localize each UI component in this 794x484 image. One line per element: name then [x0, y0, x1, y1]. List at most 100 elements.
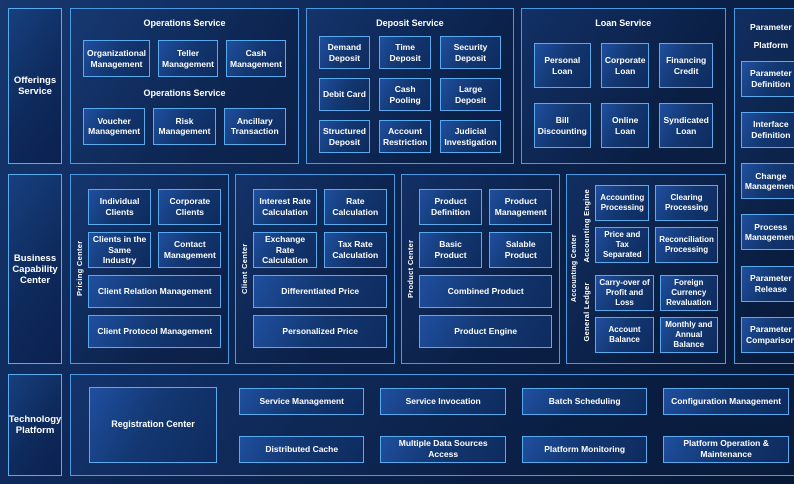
accounting-engine-grid: Accounting Processing Clearing Processin… [595, 184, 718, 263]
box-service-invocation: Service Invocation [380, 387, 506, 415]
box-security-deposit: Security Deposit [440, 36, 501, 69]
operations-row-2: Voucher Management Risk Management Ancil… [83, 107, 286, 145]
box-interest-rate-calculation: Interest Rate Calculation [253, 189, 317, 225]
box-syndicated-loan: Syndicated Loan [659, 103, 713, 148]
box-bill-discounting: Bill Discounting [533, 103, 591, 148]
box-clearing-processing: Clearing Processing [655, 184, 718, 221]
panel-loan-service: Loan Service Personal Loan Corporate Loa… [520, 8, 726, 164]
client-center-body: Interest Rate Calculation Rate Calculati… [253, 183, 387, 354]
operations-row-1: Organizational Management Teller Managem… [83, 40, 286, 78]
box-distributed-cache: Distributed Cache [239, 435, 365, 463]
panel-accounting-center: Accounting Center Accounting Engine Gene… [566, 174, 726, 364]
box-carry-over-of-profit-and-loss: Carry-over of Profit and Loss [595, 274, 654, 311]
general-ledger-label: General Ledger [582, 281, 592, 341]
box-product-definition: Product Definition [418, 189, 483, 225]
box-structured-deposit: Structured Deposit [318, 120, 370, 153]
box-client-protocol-management: Client Protocol Management [88, 315, 222, 348]
panel-pricing-center: Pricing Center Individual Clients Corpor… [70, 174, 230, 364]
parameter-platform-list: Parameter Definition Interface Definitio… [740, 55, 794, 353]
box-online-loan: Online Loan [600, 103, 650, 148]
client-center-label: Client Center [240, 243, 250, 294]
box-organizational-management: Organizational Management [83, 40, 151, 78]
box-accounting-processing: Accounting Processing [595, 184, 650, 221]
panel-parameter-platform: Parameter Platform Parameter Definition … [733, 8, 794, 364]
parameter-platform-title-line2: Platform [753, 39, 789, 50]
box-parameter-comparison: Parameter Comparison [740, 316, 794, 353]
panel-technology-platform: Registration Center Service Management S… [70, 374, 794, 476]
box-interface-definition: Interface Definition [740, 111, 794, 148]
box-account-balance: Account Balance [595, 316, 654, 353]
box-product-engine: Product Engine [418, 315, 553, 348]
client-center-pair-1: Interest Rate Calculation Rate Calculati… [253, 189, 387, 225]
box-judicial-investigation: Judicial Investigation [440, 120, 501, 153]
box-corporate-loan: Corporate Loan [600, 43, 650, 88]
box-demand-deposit: Demand Deposit [318, 36, 370, 69]
accounting-center-sublabels: Accounting Engine General Ledger [582, 183, 591, 354]
panel-deposit-service: Deposit Service Demand Deposit Time Depo… [305, 8, 514, 164]
deposit-service-title: Deposit Service [376, 18, 444, 28]
panel-client-center: Client Center Interest Rate Calculation … [235, 174, 395, 364]
box-platform-operation-maintenance: Platform Operation & Maintenance [663, 435, 789, 463]
box-personalized-price: Personalized Price [253, 315, 387, 348]
box-time-deposit: Time Deposit [378, 36, 432, 69]
pricing-center-pair-1: Individual Clients Corporate Clients [88, 189, 222, 225]
box-teller-management: Teller Management [158, 40, 218, 78]
sidebar-technology-platform: Technology Platform [8, 374, 62, 476]
box-platform-monitoring: Platform Monitoring [521, 435, 648, 463]
pricing-center-label: Pricing Center [75, 240, 84, 297]
box-reconciliation-processing: Reconciliation Processing [655, 226, 718, 263]
box-process-management: Process Management [740, 214, 794, 251]
parameter-platform-title: Parameter Platform [741, 15, 794, 55]
parameter-platform-title-line1: Parameter [750, 22, 792, 32]
box-contact-management: Contact Management [158, 232, 222, 268]
box-rate-calculation: Rate Calculation [323, 189, 387, 225]
box-client-relation-management: Client Relation Management [88, 275, 222, 308]
box-monthly-and-annual-balance: Monthly and Annual Balance [659, 316, 718, 353]
box-foreign-currency-revaluation: Foreign Currency Revaluation [659, 274, 718, 311]
box-personal-loan: Personal Loan [533, 43, 591, 88]
box-debit-card: Debit Card [318, 78, 370, 111]
product-center-pair-1: Product Definition Product Management [418, 189, 553, 225]
box-batch-scheduling: Batch Scheduling [521, 387, 648, 415]
box-service-management: Service Management [239, 387, 365, 415]
pricing-center-body: Individual Clients Corporate Clients Cli… [88, 183, 222, 354]
box-financing-credit: Financing Credit [659, 43, 713, 88]
box-exchange-rate-calculation: Exchange Rate Calculation [253, 232, 317, 268]
deposit-service-body: Demand Deposit Time Deposit Security Dep… [307, 28, 513, 163]
product-center-label: Product Center [405, 239, 415, 298]
box-salable-product: Salable Product [489, 232, 553, 268]
box-change-management: Change Management [740, 163, 794, 200]
accounting-center-body: Accounting Processing Clearing Processin… [595, 183, 718, 354]
technology-platform-grid: Service Management Service Invocation Ba… [239, 387, 789, 463]
sidebar-offerings-service: Offerings Service [8, 8, 62, 164]
box-basic-product: Basic Product [418, 232, 483, 268]
box-parameter-definition: Parameter Definition [740, 60, 794, 97]
box-large-deposit: Large Deposit [440, 78, 501, 111]
pricing-center-pair-2: Clients in the Same Industry Contact Man… [88, 232, 222, 268]
box-clients-in-the-same-industry: Clients in the Same Industry [88, 232, 152, 268]
loan-service-title: Loan Service [595, 18, 652, 28]
box-registration-center: Registration Center [89, 387, 217, 463]
box-tax-rate-calculation: Tax Rate Calculation [323, 232, 387, 268]
general-ledger-grid: Carry-over of Profit and Loss Foreign Cu… [595, 274, 718, 353]
box-product-management: Product Management [489, 189, 553, 225]
panel-product-center: Product Center Product Definition Produc… [400, 174, 561, 364]
sidebar-business-capability-center: Business Capability Center [8, 174, 62, 364]
product-center-body: Product Definition Product Management Ba… [418, 183, 553, 354]
box-multiple-data-sources-access: Multiple Data Sources Access [380, 435, 506, 463]
box-cash-pooling: Cash Pooling [378, 78, 432, 111]
box-differentiated-price: Differentiated Price [253, 275, 387, 308]
box-combined-product: Combined Product [418, 275, 553, 308]
panel-operations-service: Operations Service Organizational Manage… [70, 8, 299, 164]
box-risk-management: Risk Management [153, 107, 216, 145]
operations-service-title: Operations Service [143, 18, 226, 28]
box-price-and-tax-separated: Price and Tax Separated [595, 226, 650, 263]
loan-service-body: Personal Loan Corporate Loan Financing C… [522, 28, 725, 163]
accounting-engine-label: Accounting Engine [582, 189, 592, 263]
box-cash-management: Cash Management [226, 40, 286, 78]
offerings-service-row: Operations Service Organizational Manage… [70, 8, 726, 164]
box-parameter-release: Parameter Release [740, 265, 794, 302]
operations-service-subtitle: Operations Service [143, 87, 226, 98]
accounting-center-label: Accounting Center [571, 234, 579, 303]
